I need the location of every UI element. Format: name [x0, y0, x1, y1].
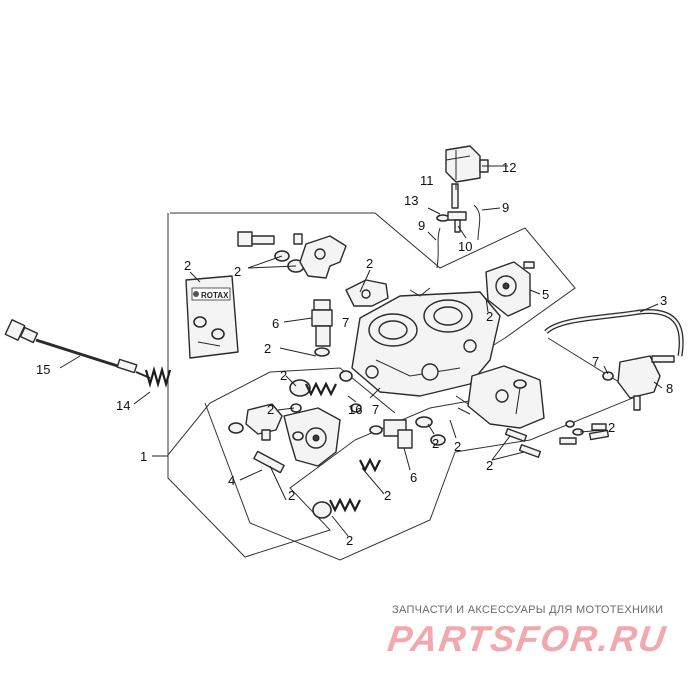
callout-15: 15	[36, 362, 50, 377]
callout-labels: 1 2 2 2 2 2 2 2 2 2 2 2 2 2 2 3 4 5 6 6 …	[36, 160, 673, 548]
callout-7: 7	[592, 354, 599, 369]
service-kit-card: ROTAX	[185, 275, 239, 359]
callout-12: 12	[502, 160, 516, 175]
callout-2: 2	[366, 256, 373, 271]
callout-2: 2	[288, 488, 295, 503]
callout-6: 6	[272, 316, 279, 331]
part-6-injector-bottom	[369, 416, 446, 449]
part-12-sensor	[445, 145, 489, 183]
part-6-injector-top	[311, 299, 333, 357]
callout-4: 4	[228, 473, 235, 488]
part-2-bolt-left	[253, 450, 285, 474]
callout-2: 2	[608, 420, 615, 435]
part-9-hose-left	[436, 227, 441, 269]
callout-2: 2	[486, 458, 493, 473]
part-16-seal	[350, 403, 362, 413]
callout-7: 7	[372, 402, 379, 417]
callout-11: 11	[420, 173, 434, 188]
watermark-logo: PARTSFOR.RU	[385, 618, 670, 659]
callout-6: 6	[410, 470, 417, 485]
callout-2: 2	[486, 309, 493, 324]
callout-2: 2	[346, 533, 353, 548]
part-2-bracket	[345, 279, 389, 307]
callout-14: 14	[116, 398, 130, 413]
part-2-rings-springs	[289, 370, 381, 519]
callout-2: 2	[264, 341, 271, 356]
part-10-fitting	[447, 211, 467, 233]
part-lever-top	[299, 235, 347, 279]
part-15-cable	[4, 319, 151, 379]
callout-13: 13	[404, 193, 418, 208]
part-14-spring	[144, 365, 172, 389]
callout-16: 16	[348, 402, 362, 417]
part-linkage-lower	[228, 403, 341, 467]
part-13-washer	[436, 214, 450, 222]
callout-5: 5	[542, 287, 549, 302]
watermark-tagline: ЗАПЧАСТИ И АКСЕССУАРЫ ДЛЯ МОТОТЕХНИКИ	[392, 604, 664, 616]
callout-2: 2	[234, 264, 241, 279]
callout-3: 3	[660, 293, 667, 308]
callout-2: 2	[184, 258, 191, 273]
kit-brand-label: ROTAX	[201, 291, 229, 300]
callout-8: 8	[666, 381, 673, 396]
callout-7: 7	[342, 315, 349, 330]
part-8-pressure-regulator	[602, 355, 675, 411]
callout-2: 2	[267, 402, 274, 417]
callout-2: 2	[432, 436, 439, 451]
callout-2: 2	[280, 368, 287, 383]
callout-10: 10	[458, 239, 472, 254]
callout-9: 9	[502, 200, 509, 215]
callout-2: 2	[454, 439, 461, 454]
callout-2: 2	[384, 488, 391, 503]
callout-1: 1	[140, 449, 147, 464]
throttle-body-main	[351, 287, 501, 397]
leader-lines	[59, 165, 663, 537]
part-9-hose-right	[473, 204, 481, 241]
part-11-pin	[451, 183, 459, 209]
part-5-position-sensor	[485, 261, 535, 317]
callout-9: 9	[418, 218, 425, 233]
